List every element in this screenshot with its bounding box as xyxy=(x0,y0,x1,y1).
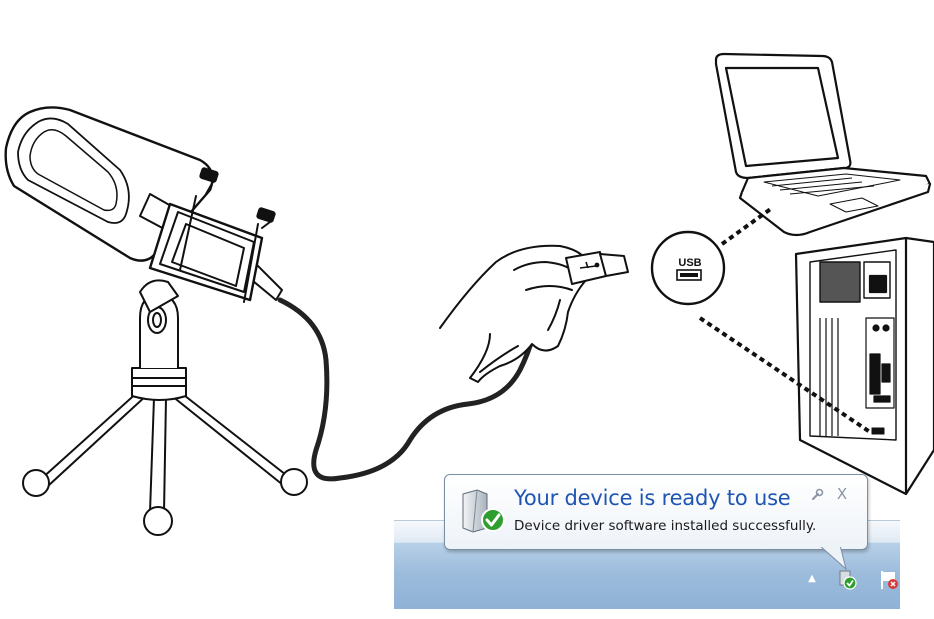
usb-badge-label: USB xyxy=(678,257,701,269)
hand-holding-plug xyxy=(439,244,587,383)
usb-plug-icon xyxy=(565,251,629,285)
laptop-icon xyxy=(714,52,932,237)
notification-title: Your device is ready to use xyxy=(514,486,791,510)
device-check-icon[interactable] xyxy=(838,570,858,590)
wrench-icon[interactable] xyxy=(810,488,824,502)
notification-message: Device driver software installed success… xyxy=(514,518,817,534)
usb-badge: USB xyxy=(650,230,726,306)
device-check-icon xyxy=(462,489,505,533)
desktop-tower-icon xyxy=(794,236,934,496)
shock-mount-clip xyxy=(139,167,276,313)
balloon-pointer xyxy=(818,545,848,571)
connection-lines xyxy=(698,206,872,434)
usb-port-icon xyxy=(871,427,885,435)
chevron-up-icon[interactable]: ▲ xyxy=(808,573,816,584)
tripod-stand xyxy=(22,293,308,536)
close-icon[interactable]: X xyxy=(836,485,848,503)
notification-balloon[interactable] xyxy=(444,474,868,550)
action-center-flag-icon[interactable] xyxy=(878,569,900,591)
microphone-icon xyxy=(4,106,308,536)
